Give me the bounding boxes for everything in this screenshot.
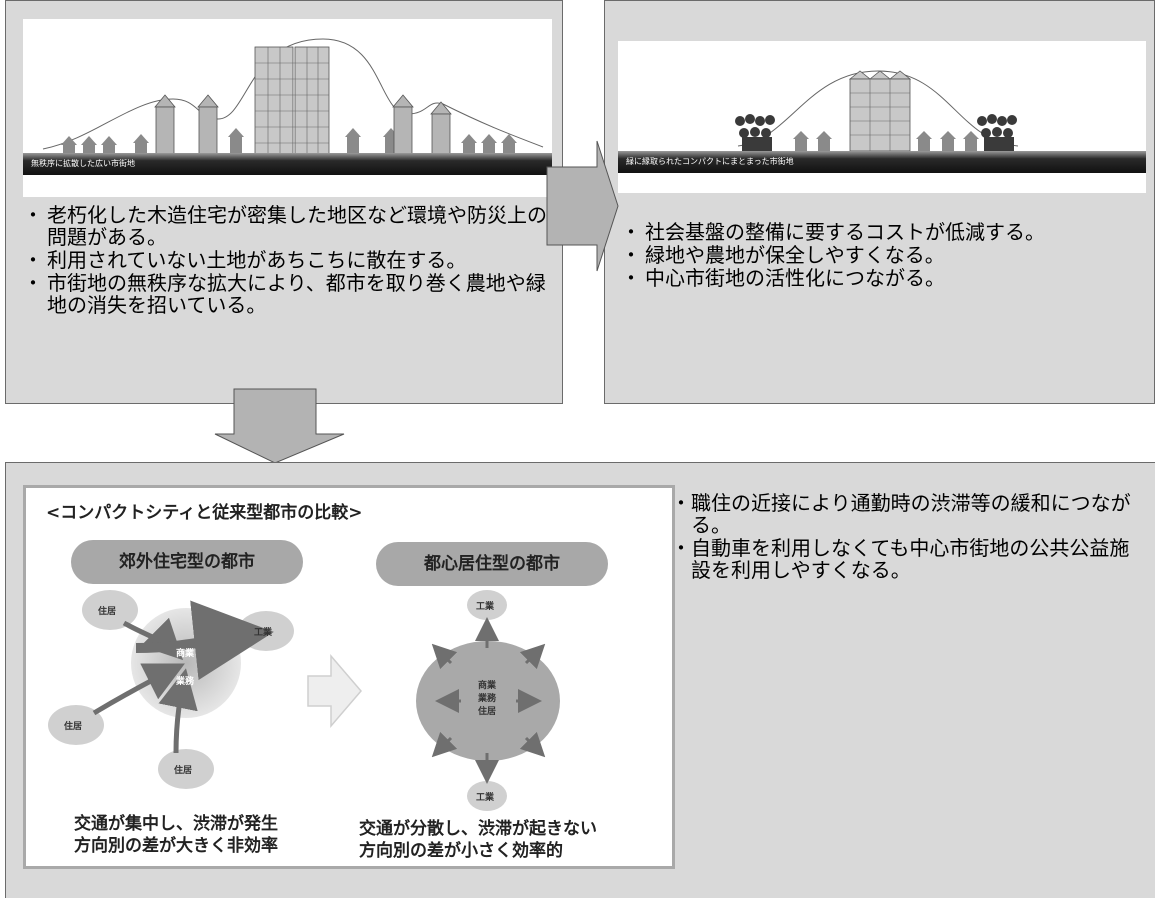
left-residence-label-1: 住居 — [98, 605, 116, 617]
right-industry-label-bottom: 工業 — [476, 791, 495, 803]
suburban-caption: 交通が集中し、渋滞が発生 方向別の差が大きく非効率 — [74, 813, 278, 857]
current-issues-list: 老朽化した木造住宅が密集した地区など環境や防災上の問題がある。 利用されていない… — [23, 204, 553, 317]
list-item: 利用されていない土地があちこちに散在する。 — [23, 249, 553, 271]
suburban-caption-line-1: 交通が集中し、渋滞が発生 — [74, 814, 278, 834]
urban-caption-line-1: 交通が分散し、渋滞が起きない — [359, 819, 597, 839]
compact-benefits-list: 社会基盤の整備に要するコストが低減する。 緑地や農地が保全しやすくなる。 中心市… — [621, 221, 1146, 290]
list-item: 自動車を利用しなくても中心市街地の公共公益施設を利用しやすくなる。 — [671, 537, 1145, 581]
diagram-title: <コンパクトシティと従来型都市の比較> — [46, 503, 363, 523]
left-industry-label: 工業 — [254, 626, 273, 638]
urban-caption-line-2: 方向別の差が小さく効率的 — [359, 841, 563, 861]
sprawl-city-illustration: 無秩序に拡散した広い市街地 — [23, 19, 552, 197]
right-arrow-icon — [546, 140, 619, 272]
sprawl-ground-caption: 無秩序に拡散した広い市街地 — [31, 159, 135, 168]
down-arrow-icon — [214, 388, 345, 464]
current-city-panel: 無秩序に拡散した広い市街地 老朽化した木造住宅が密集した地区など環境や防災上の問… — [5, 0, 563, 404]
list-item: 緑地や農地が保全しやすくなる。 — [621, 244, 1146, 266]
comparison-panel: 住居 工業 住居 住居 商業 業務 工業 工業 — [5, 462, 1155, 898]
list-item: 社会基盤の整備に要するコストが低減する。 — [621, 221, 1146, 243]
list-item: 職住の近接により通勤時の渋滞等の緩和につながる。 — [671, 492, 1145, 536]
compact-ground-caption: 緑に縁取られたコンパクトにまとまった市街地 — [626, 157, 794, 166]
urban-living-city-heading: 都心居住型の都市 — [376, 542, 608, 586]
left-commerce-label: 商業 — [176, 647, 195, 659]
list-item: 中心市街地の活性化につながる。 — [621, 267, 1146, 289]
right-center-label-2: 業務 — [477, 692, 497, 704]
left-residence-label-2: 住居 — [64, 720, 82, 732]
right-center-label-3: 住居 — [478, 705, 496, 717]
list-item: 老朽化した木造住宅が密集した地区など環境や防災上の問題がある。 — [23, 204, 553, 248]
compact-city-illustration: 緑に縁取られたコンパクトにまとまった市街地 — [618, 41, 1146, 193]
list-item: 市街地の無秩序な拡大により、都市を取り巻く農地や緑地の消失を招いている。 — [23, 272, 553, 316]
suburban-caption-line-2: 方向別の差が大きく非効率 — [74, 836, 278, 856]
right-industry-label-top: 工業 — [476, 600, 495, 612]
suburban-city-heading: 郊外住宅型の都市 — [71, 540, 303, 584]
left-residence-label-3: 住居 — [174, 764, 192, 776]
left-business-label: 業務 — [175, 675, 195, 687]
right-center-label-1: 商業 — [478, 679, 497, 691]
compact-city-panel: 緑に縁取られたコンパクトにまとまった市街地 社会基盤の整備に要するコストが低減す… — [604, 0, 1155, 404]
city-comparison-diagram: 住居 工業 住居 住居 商業 業務 工業 工業 — [23, 485, 675, 869]
urban-caption: 交通が分散し、渋滞が起きない 方向別の差が小さく効率的 — [359, 818, 597, 862]
proximity-benefits-list: 職住の近接により通勤時の渋滞等の緩和につながる。 自動車を利用しなくても中心市街… — [671, 492, 1145, 582]
